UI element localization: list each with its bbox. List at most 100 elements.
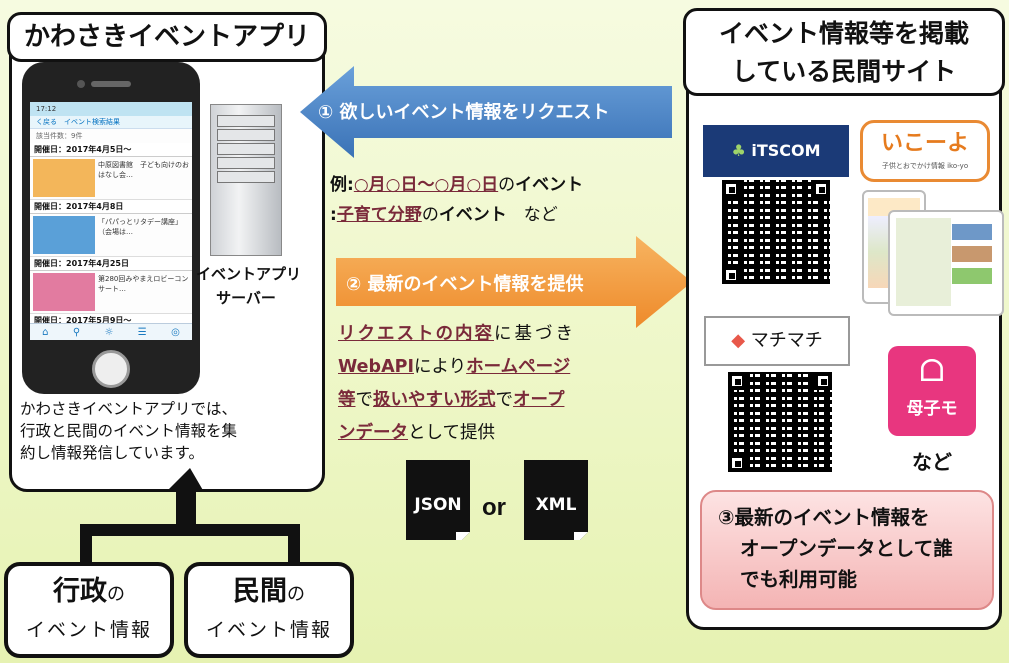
itscom-qr-code [722,180,830,284]
example-prefix: 例: [330,175,354,195]
machimachi-label: マチマチ [750,330,823,351]
provide-span: ンデータ [338,423,408,443]
event-date: 開催日：2017年4月8日 [30,200,192,214]
example-etc: など [506,205,558,225]
smartphone: 17:12 く戻る イベント検索結果 該当件数：9件 開催日：2017年4月5日… [22,62,200,394]
left-panel-description: かわさきイベントアプリでは、 行政と民間のイベント情報を集 約し情報発信していま… [20,398,320,464]
list-item[interactable]: 「パパっとリタデー講座」（会場は… [30,214,192,257]
provide-span: 等 [338,390,356,410]
left-panel-title: かわさきイベントアプリ [7,12,327,62]
minkan-heading: 民間の [188,566,350,613]
provide-span: 扱いやすい形式 [373,390,496,410]
provide-span: により [413,357,467,377]
xml-label: XML [535,495,577,515]
gyosei-sub-label: イベント情報 [25,619,152,641]
provide-span: ホームページ [466,357,571,377]
minkan-particle: の [287,584,305,605]
itscom-label: iTSCOM [751,141,821,160]
list-item[interactable]: 中原図書館 子ども向けのおはなし会… [30,157,192,200]
list-item[interactable]: 第280回みやまえロビーコンサート… [30,271,192,314]
tab-bar: ⌂ ⚲ ☼ ☰ ◎ [30,323,192,340]
event-thumbnail [33,159,95,197]
itscom-logo: ♣ iTSCOM [703,125,849,177]
etc-label: など [912,450,952,474]
provide-line: ンデータとして提供 [338,417,668,450]
pin-icon[interactable]: ◎ [171,326,180,338]
event-list: 開催日：2017年4月5日～ 中原図書館 子ども向けのおはなし会… 開催日：20… [30,143,192,328]
ikoyo-sub-label: 子供とおでかけ情報 iko-yo [881,162,969,170]
example-particle: の [498,175,516,195]
server-label: イベントアプリ サーバー [196,262,302,310]
example-text: 例:○月○日～○月○日のイベント :子育て分野のイベント など [330,170,583,230]
provide-span: で [495,390,514,410]
machimachi-qr-code [728,372,832,472]
home-button [92,350,130,388]
event-thumbnail [33,216,95,254]
home-icon[interactable]: ⌂ [42,326,49,338]
event-date: 開催日：2017年4月5日～ [30,143,192,157]
phone-screen: 17:12 く戻る イベント検索結果 該当件数：9件 開催日：2017年4月5日… [30,102,192,340]
right-panel-title: イベント情報等を掲載 している民間サイト [683,8,1005,96]
provide-line: WebAPIによりホームページ [338,351,668,384]
or-label: or [482,494,506,521]
open-data-line: ③最新のイベント情報を [718,506,930,529]
gyosei-particle: の [107,584,125,605]
machimachi-mark-icon: ◆ [731,330,746,351]
ikoyo-label: いこーよ [880,131,969,156]
right-title-line: イベント情報等を掲載 [718,19,969,48]
bulb-icon[interactable]: ☼ [104,326,114,338]
event-text: 中原図書館 子ども向けのおはなし会… [98,161,189,179]
list-icon[interactable]: ☰ [137,326,147,338]
event-text: 第280回みやまえロビーコンサート… [98,275,189,293]
provide-text: リクエストの内容に基づき WebAPIによりホームページ 等で扱いやすい形式でオ… [338,318,668,450]
description-line: 行政と民間のイベント情報を集 [20,422,238,440]
ikoyo-logo: いこーよ 子供とおでかけ情報 iko-yo [860,120,990,182]
provide-line: 等で扱いやすい形式でオープ [338,384,668,417]
example-category: 子育て分野 [336,205,422,225]
machimachi-logo: ◆ マチマチ [704,316,850,366]
provide-span: に基づき [494,324,576,344]
source-connector [80,468,300,568]
event-date: 開催日：2017年4月25日 [30,257,192,271]
boshimo-mark-icon: ᗝ [919,354,945,389]
right-title-line: している民間サイト [731,57,957,86]
example-line-2: :子育て分野のイベント など [330,200,583,230]
provide-line: リクエストの内容に基づき [338,318,668,351]
description-line: 約し情報発信しています。 [20,444,204,462]
example-particle: の [421,205,439,225]
event-thumbnail [33,273,95,311]
gyosei-box: 行政の イベント情報 [4,562,174,658]
open-data-line: でも利用可能 [740,568,858,591]
example-event: イベント [515,175,584,195]
json-label: JSON [414,495,462,515]
minkan-box: 民間の イベント情報 [184,562,354,658]
minkan-sub-label: イベント情報 [205,619,332,641]
itscom-mark-icon: ♣ [731,141,746,160]
open-data-box: ③最新のイベント情報を オープンデータとして誰 でも利用可能 [700,490,994,610]
open-data-line: オープンデータとして誰 [740,537,953,560]
provide-arrow-label: ② 最新のイベント情報を提供 [346,274,584,295]
example-prefix: : [330,205,337,225]
boshimo-label: 母子モ [906,399,958,419]
provide-span: として提供 [408,423,495,443]
provide-span: で [355,390,374,410]
example-line-1: 例:○月○日～○月○日のイベント [330,170,583,200]
example-date-range: ○月○日～○月○日 [353,175,499,195]
search-icon[interactable]: ⚲ [72,326,81,338]
event-text: 「パパっとリタデー講座」（会場は… [98,218,182,236]
camera-icon [77,80,85,88]
nav-bar[interactable]: く戻る イベント検索結果 [30,116,192,129]
speaker-icon [91,81,131,87]
result-count: 該当件数：9件 [36,132,83,140]
request-arrow-label: ① 欲しいイベント情報をリクエスト [318,102,610,123]
provide-span: オープ [513,390,565,410]
ikoyo-tablet-screenshot [888,210,1004,316]
boshimo-logo: ᗝ 母子モ [888,346,976,436]
status-bar: 17:12 [30,102,192,116]
server-label-line: サーバー [216,289,276,307]
server-label-line: イベントアプリ [196,265,302,283]
gyosei-heading: 行政の [8,566,170,613]
provide-arrow [336,236,692,328]
json-document-icon [406,460,470,540]
xml-document-icon [524,460,588,540]
